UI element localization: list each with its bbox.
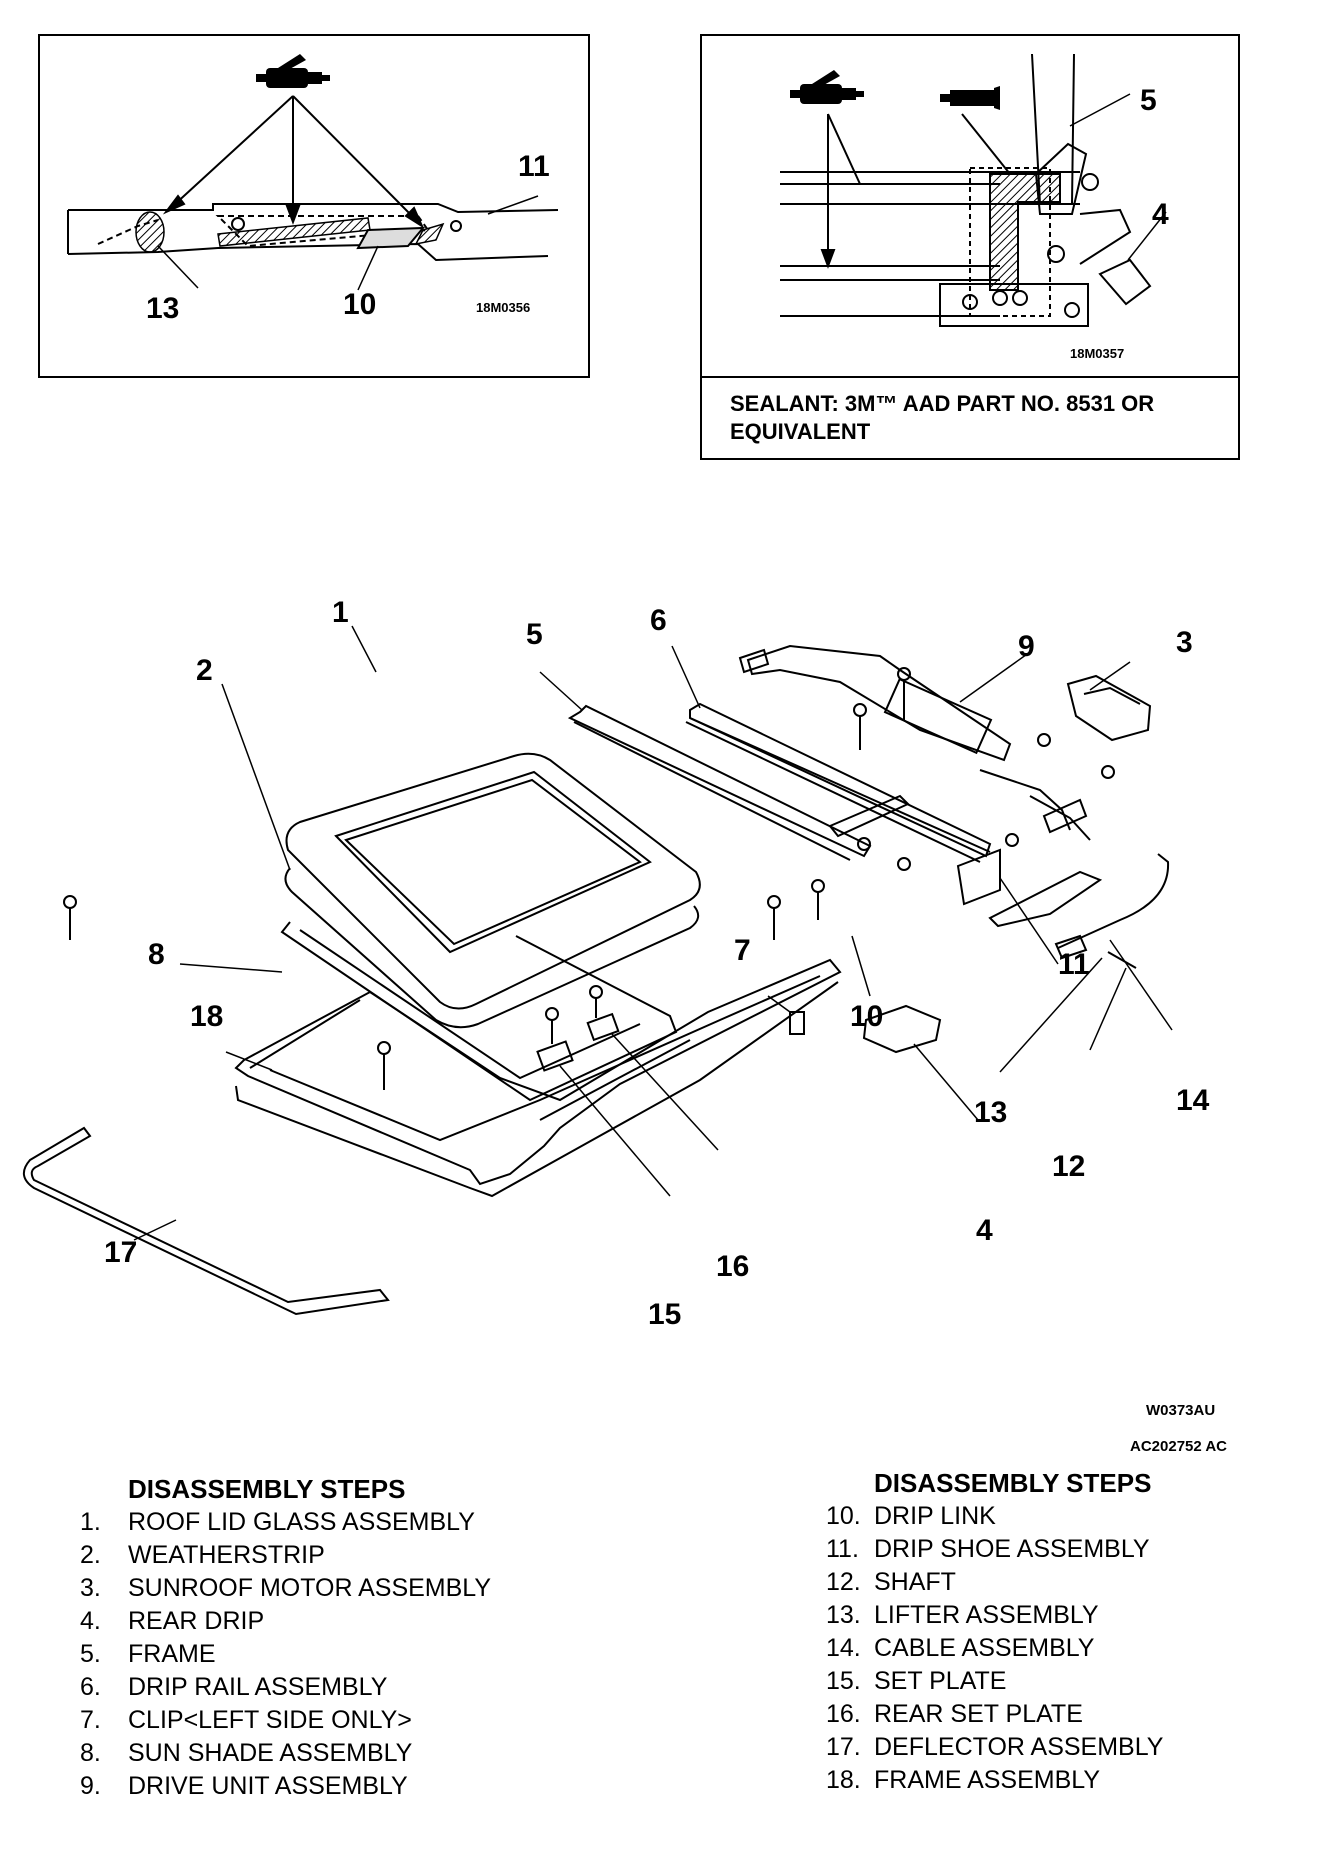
callout-16: 16 bbox=[716, 1250, 749, 1283]
drip-shoe bbox=[956, 848, 1001, 906]
step-item: 8.SUN SHADE ASSEMBLY bbox=[80, 1739, 413, 1767]
sunroof-motor bbox=[1066, 674, 1152, 742]
ref-code-2: AC202752 AC bbox=[1130, 1438, 1227, 1455]
callout-18: 18 bbox=[190, 1000, 223, 1033]
callout-5: 5 bbox=[1140, 84, 1157, 117]
step-item: 2.WEATHERSTRIP bbox=[80, 1541, 325, 1569]
step-item: 11.DRIP SHOE ASSEMBLY bbox=[826, 1535, 1150, 1563]
frame-5 bbox=[567, 704, 872, 858]
drive-unit bbox=[746, 644, 1012, 762]
step-item: 15.SET PLATE bbox=[826, 1667, 1007, 1695]
callout-11: 11 bbox=[1058, 948, 1090, 981]
inset-left-frame bbox=[38, 34, 590, 378]
step-item: 1.ROOF LID GLASS ASSEMBLY bbox=[80, 1508, 475, 1536]
leader-lines bbox=[133, 625, 1173, 1241]
callout-13: 13 bbox=[974, 1096, 1007, 1129]
step-item: 18.FRAME ASSEMBLY bbox=[826, 1766, 1100, 1794]
clip bbox=[789, 1011, 805, 1035]
rear-set-plate bbox=[586, 1012, 620, 1042]
step-item: 4.REAR DRIP bbox=[80, 1607, 265, 1635]
main-exploded-diagram: 1 2 3 4 5 6 7 8 9 10 11 12 13 14 15 16 1… bbox=[23, 600, 1210, 1331]
sealant-tube-icon bbox=[940, 86, 1000, 110]
callout-10: 10 bbox=[850, 1000, 883, 1033]
inset-right-frame bbox=[700, 34, 1240, 460]
callout-3: 3 bbox=[1176, 626, 1193, 659]
callout-8: 8 bbox=[148, 938, 165, 971]
callout-6: 6 bbox=[650, 604, 667, 637]
step-item: 14.CABLE ASSEMBLY bbox=[826, 1634, 1095, 1662]
shaft bbox=[1107, 951, 1137, 969]
callout-15: 15 bbox=[648, 1298, 681, 1331]
ref-code-1: W0373AU bbox=[1146, 1402, 1216, 1419]
callout-11: 11 bbox=[518, 150, 550, 183]
step-item: 16.REAR SET PLATE bbox=[826, 1700, 1083, 1728]
callout-4: 4 bbox=[1152, 198, 1169, 231]
step-item: 12.SHAFT bbox=[826, 1568, 956, 1596]
callout-1: 1 bbox=[332, 600, 349, 629]
sealant-note: SEALANT: 3M™ AAD PART NO. 8531 OR EQUIVA… bbox=[730, 391, 1155, 444]
step-item: 9.DRIVE UNIT ASSEMBLY bbox=[80, 1772, 408, 1800]
leader-lines bbox=[157, 195, 539, 291]
steps-right-title: DISASSEMBLY STEPS bbox=[874, 1468, 1152, 1498]
arrow-lines bbox=[162, 95, 425, 229]
cable bbox=[1057, 853, 1170, 949]
callout-17: 17 bbox=[104, 1236, 137, 1269]
steps-left-title: DISASSEMBLY STEPS bbox=[128, 1474, 406, 1504]
drip-link bbox=[828, 794, 910, 838]
callout-2: 2 bbox=[196, 654, 213, 687]
deflector bbox=[23, 1126, 390, 1316]
figure-code: 18M0356 bbox=[476, 300, 530, 315]
sealant-gun-icon bbox=[790, 70, 864, 104]
screws bbox=[63, 667, 1115, 1090]
callout-10: 10 bbox=[343, 288, 376, 321]
step-item: 13.LIFTER ASSEMBLY bbox=[826, 1601, 1099, 1629]
figure-code: 18M0357 bbox=[1070, 346, 1124, 361]
sealant-gun-icon bbox=[256, 54, 330, 88]
lifter bbox=[988, 870, 1103, 928]
inset-left-drawing: 11 13 10 18M0356 bbox=[67, 54, 559, 325]
step-item: 6.DRIP RAIL ASSEMBLY bbox=[80, 1673, 388, 1701]
step-item: 10.DRIP LINK bbox=[826, 1502, 996, 1530]
callout-9: 9 bbox=[1018, 630, 1035, 663]
weatherstrip bbox=[284, 867, 700, 1029]
step-item: 17.DEFLECTOR ASSEMBLY bbox=[826, 1733, 1164, 1761]
step-item: 5.FRAME bbox=[80, 1640, 216, 1668]
inset-right-drawing: 5 4 18M0357 bbox=[780, 53, 1169, 361]
callout-12: 12 bbox=[1052, 1150, 1085, 1183]
step-item: 3.SUNROOF MOTOR ASSEMBLY bbox=[80, 1574, 492, 1602]
roof-lid-glass bbox=[285, 752, 701, 1010]
set-plate bbox=[536, 1040, 574, 1072]
callout-13: 13 bbox=[146, 292, 179, 325]
callout-5: 5 bbox=[526, 618, 543, 651]
frame-assembly bbox=[234, 958, 842, 1186]
callouts: 1 2 3 4 5 6 7 8 9 10 11 12 13 14 15 16 1… bbox=[104, 600, 1210, 1331]
rear-drip bbox=[862, 1004, 942, 1054]
callout-7: 7 bbox=[734, 934, 751, 967]
inset-right-divider bbox=[700, 376, 1240, 378]
callout-4: 4 bbox=[976, 1214, 993, 1247]
sun-shade bbox=[280, 921, 678, 1102]
callout-14: 14 bbox=[1176, 1084, 1210, 1117]
step-item: 7.CLIP<LEFT SIDE ONLY> bbox=[80, 1706, 412, 1734]
